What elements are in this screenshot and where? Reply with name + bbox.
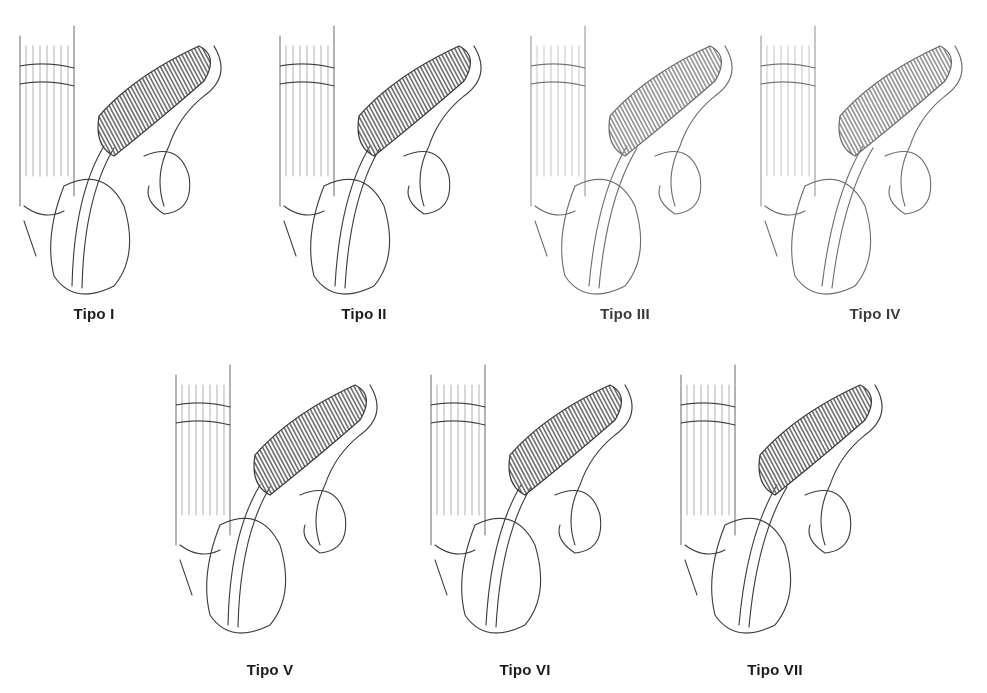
sketch-lines <box>531 26 732 294</box>
anatomical-drawing-tipo-7 <box>665 345 905 645</box>
vessel-right <box>496 487 531 627</box>
round-organ <box>885 152 931 215</box>
round-organ <box>144 152 190 215</box>
label-tipo-2: Tipo II <box>244 306 484 323</box>
lower-organ <box>562 179 641 294</box>
sketch-lines <box>761 26 962 294</box>
sketch-lines <box>280 26 481 294</box>
vessel-left <box>335 146 370 286</box>
lower-organ <box>792 179 871 294</box>
sketch-lines <box>681 365 882 633</box>
vessel-left <box>486 485 521 625</box>
anatomical-drawing-tipo-6 <box>415 345 655 645</box>
lower-left-strokes <box>24 206 64 256</box>
vessel-left <box>739 485 777 625</box>
vessel-left <box>822 146 863 286</box>
lower-left-strokes <box>685 545 725 595</box>
lower-left-strokes <box>765 206 805 256</box>
anatomical-drawing-tipo-1 <box>4 6 244 306</box>
panel-tipo-7: Tipo VII <box>665 345 905 685</box>
lower-organ <box>712 518 791 633</box>
lower-left-strokes <box>284 206 324 256</box>
anatomical-drawing-tipo-4 <box>745 6 985 306</box>
label-tipo-1: Tipo I <box>0 306 214 323</box>
label-tipo-4: Tipo IV <box>755 306 987 323</box>
panel-tipo-6: Tipo VI <box>415 345 655 685</box>
lower-left-strokes <box>180 545 220 595</box>
lower-left-strokes <box>535 206 575 256</box>
vessel-left <box>228 485 260 625</box>
vessel-right <box>345 148 380 288</box>
label-tipo-6: Tipo VI <box>405 662 645 679</box>
label-tipo-7: Tipo VII <box>655 662 895 679</box>
vessel-right <box>749 487 787 627</box>
round-organ <box>655 152 701 215</box>
round-organ <box>555 491 601 554</box>
vessel-right <box>599 148 637 288</box>
anatomical-drawing-tipo-3 <box>515 6 755 306</box>
anatomical-drawing-tipo-2 <box>264 6 504 306</box>
vessel-right <box>82 148 114 288</box>
label-tipo-3: Tipo III <box>505 306 745 323</box>
sketch-lines <box>176 365 377 633</box>
panel-tipo-5: Tipo V <box>160 345 400 685</box>
anatomical-drawing-tipo-5 <box>160 345 400 645</box>
sketch-lines <box>20 26 221 294</box>
panel-tipo-2: Tipo II <box>264 6 504 346</box>
lower-left-strokes <box>435 545 475 595</box>
vessel-left <box>72 146 104 286</box>
panel-tipo-3: Tipo III <box>515 6 755 346</box>
panel-tipo-4: Tipo IV <box>745 6 985 346</box>
round-organ <box>404 152 450 215</box>
round-organ <box>300 491 346 554</box>
label-tipo-5: Tipo V <box>150 662 390 679</box>
round-organ <box>805 491 851 554</box>
panel-tipo-1: Tipo I <box>4 6 244 346</box>
sketch-lines <box>431 365 632 633</box>
lower-organ <box>51 179 130 294</box>
vessel-right <box>238 487 270 627</box>
vessel-left <box>589 146 627 286</box>
vessel-right <box>832 148 873 288</box>
lower-organ <box>207 518 286 633</box>
